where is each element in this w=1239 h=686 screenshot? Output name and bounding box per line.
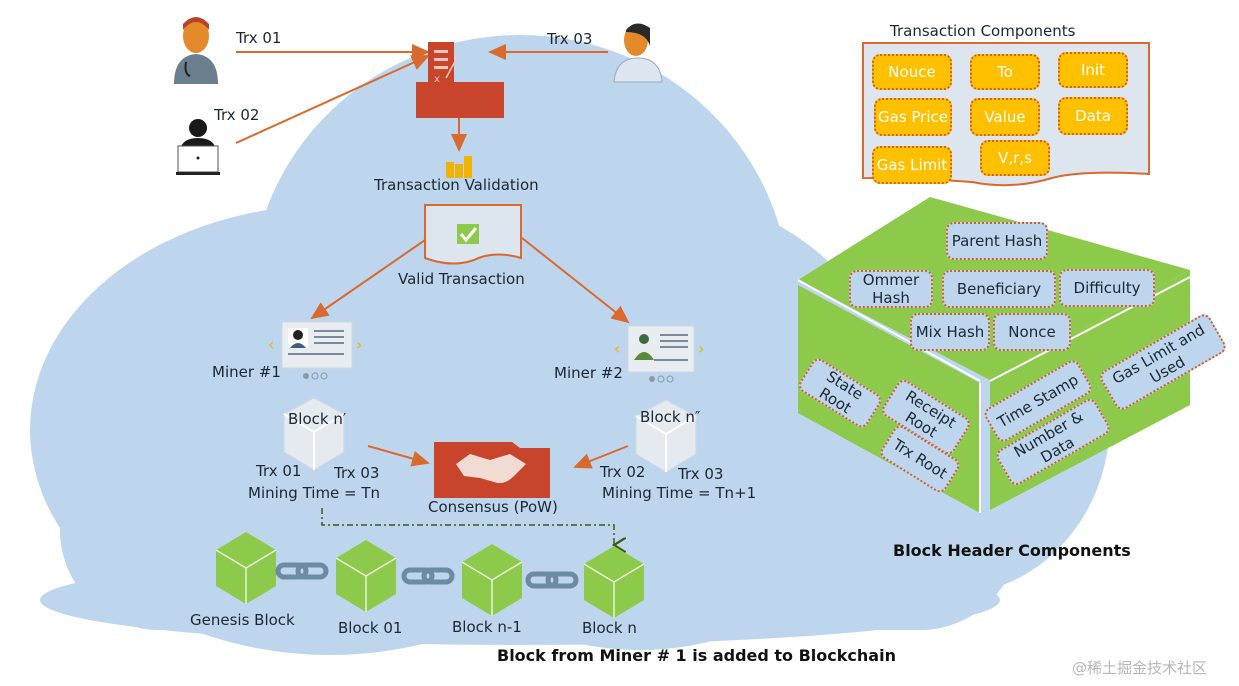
- doctor-icon: [174, 17, 218, 84]
- chain-block-01: [335, 540, 397, 612]
- coins-icon: [446, 156, 472, 178]
- block-01-label: Block 01: [338, 619, 403, 637]
- chain-caption: Block from Miner # 1 is added to Blockch…: [497, 646, 896, 665]
- tc-vrs: V,r,s: [980, 140, 1050, 176]
- svg-text:‹: ‹: [614, 339, 620, 358]
- tc-nouce: Nouce: [872, 54, 952, 90]
- chain-block-n: [583, 546, 645, 618]
- blockchain: [215, 532, 645, 618]
- chain-block-genesis: [215, 532, 277, 604]
- tc-init: Init: [1058, 52, 1128, 88]
- bh-mix-hash: Mix Hash: [910, 313, 990, 351]
- block-n-1-label: Block n-1: [452, 618, 522, 636]
- tc-data: Data: [1058, 97, 1128, 135]
- block-header-title: Block Header Components: [893, 541, 1131, 560]
- chain-link-3: [525, 571, 579, 589]
- bh-nonce: Nonce: [993, 313, 1071, 351]
- validation-server-icon: x: [416, 42, 504, 118]
- miner1-card-icon: ‹ ›: [268, 321, 362, 380]
- genesis-block-label: Genesis Block: [190, 611, 295, 629]
- bh-parent-hash: Parent Hash: [946, 222, 1048, 260]
- transaction-components-title: Transaction Components: [890, 22, 1076, 40]
- consensus-label: Consensus (PoW): [428, 498, 558, 516]
- bh-beneficiary: Beneficiary: [942, 270, 1056, 308]
- arrow-block2-consensus: [573, 445, 629, 469]
- miner2-mining-time: Mining Time = Tn+1: [602, 484, 757, 502]
- arrow-to-miner2: [521, 237, 630, 324]
- laptop-user-icon: [176, 119, 220, 175]
- transaction-validation-label: Transaction Validation: [374, 176, 539, 194]
- miner2-trx-b: Trx 03: [678, 465, 724, 483]
- watermark: @稀土掘金技术社区: [1072, 659, 1208, 677]
- tc-to: To: [970, 54, 1040, 90]
- chain-link-2: [401, 567, 455, 585]
- trx01-label: Trx 01: [236, 29, 282, 47]
- trx02-label: Trx 02: [214, 106, 260, 124]
- miner1-trx-a: Trx 01: [256, 462, 302, 480]
- svg-text:‹: ‹: [268, 335, 274, 354]
- svg-text:›: ›: [356, 335, 362, 354]
- svg-text:›: ›: [698, 339, 704, 358]
- tc-gas-limit: Gas Limit: [872, 146, 952, 184]
- trx03-label: Trx 03: [547, 30, 593, 48]
- block-n-prime-cube: [283, 397, 345, 471]
- arrow-to-miner1: [310, 237, 429, 320]
- dashed-arrow-to-chain: [321, 508, 614, 545]
- tc-value: Value: [970, 98, 1040, 136]
- svg-text:x: x: [434, 74, 440, 85]
- miner2-card-icon: ‹ ›: [614, 325, 704, 383]
- block-n-prime-label: Block n′: [288, 410, 347, 428]
- miner2-label: Miner #2: [554, 364, 623, 382]
- valid-transaction-document: [424, 204, 522, 265]
- miner2-trx-a: Trx 02: [600, 463, 646, 481]
- arrow-trx02: [235, 55, 430, 144]
- chain-block-n-1: [461, 544, 523, 616]
- bh-difficulty: Difficulty: [1059, 269, 1155, 307]
- chain-link-1: [275, 562, 329, 580]
- bh-ommer-hash: Ommer Hash: [849, 270, 933, 308]
- miner1-trx-b: Trx 03: [334, 464, 380, 482]
- miner1-mining-time: Mining Time = Tn: [248, 484, 381, 502]
- block-n-double-prime-label: Block n″: [640, 408, 701, 426]
- block-n-double-prime-cube: [635, 399, 697, 473]
- block-n-label: Block n: [582, 619, 637, 637]
- miner1-label: Miner #1: [212, 363, 281, 381]
- valid-transaction-label: Valid Transaction: [398, 270, 525, 288]
- consensus-handshake-icon: [434, 442, 550, 498]
- patient-icon: [613, 23, 663, 83]
- arrow-block1-consensus: [367, 445, 430, 467]
- tc-gas-price: Gas Price: [874, 98, 952, 136]
